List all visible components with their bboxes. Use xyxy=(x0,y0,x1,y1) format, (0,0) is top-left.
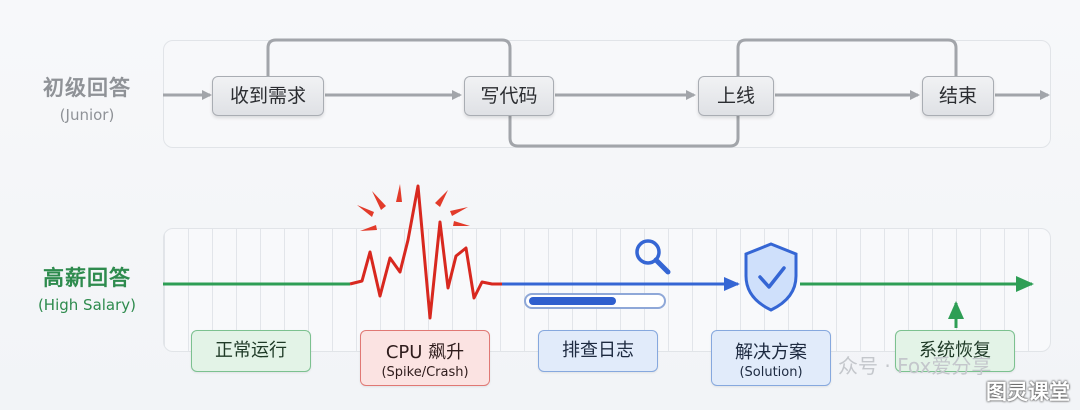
cpu-spike-line xyxy=(349,184,502,320)
spike-burst-icon xyxy=(357,184,470,231)
high-salary-label: 高薪回答 xyxy=(43,266,131,290)
stage-check-logs: 排查日志 xyxy=(538,330,658,372)
watermark-brand: 图灵课堂 xyxy=(986,380,1070,404)
step-end: 结束 xyxy=(922,76,994,116)
step-receive-requirements: 收到需求 xyxy=(212,76,324,116)
step-write-code: 写代码 xyxy=(464,76,554,116)
shield-check-icon xyxy=(744,242,798,312)
stage-check-logs-title: 排查日志 xyxy=(562,340,634,361)
step-deploy: 上线 xyxy=(698,76,774,116)
stage-normal-operation: 正常运行 xyxy=(191,330,311,372)
junior-connectors xyxy=(163,38,1050,148)
high-salary-sublabel: (High Salary) xyxy=(37,296,137,314)
stage-system-recovery: 系统恢复 xyxy=(895,330,1015,372)
watermark-text: 众号 · Fox爱分享 xyxy=(838,354,992,378)
search-icon xyxy=(635,239,671,275)
stage-system-recovery-title: 系统恢复 xyxy=(919,340,991,361)
junior-sublabel: (Junior) xyxy=(59,106,115,124)
investigation-progress-bar xyxy=(524,293,666,309)
stage-normal-operation-title: 正常运行 xyxy=(215,340,287,361)
high-salary-row-label: 高薪回答 (High Salary) xyxy=(22,262,152,314)
stage-solution-title: 解决方案 xyxy=(735,342,807,363)
stage-solution: 解决方案 (Solution) xyxy=(711,330,831,386)
stage-cpu-spike-title: CPU 飙升 xyxy=(385,342,465,363)
stage-cpu-spike: CPU 飙升 (Spike/Crash) xyxy=(360,330,490,386)
junior-label: 初级回答 xyxy=(43,76,131,100)
stage-solution-subtitle: (Solution) xyxy=(739,365,803,380)
junior-row-label: 初级回答 (Junior) xyxy=(22,72,152,124)
stage-cpu-spike-subtitle: (Spike/Crash) xyxy=(381,365,469,380)
